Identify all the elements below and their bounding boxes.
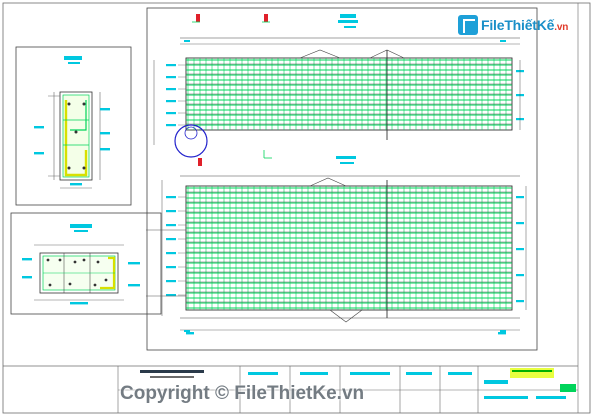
title-block [3,365,578,413]
column-section-detail [34,56,110,189]
beam-section-detail [22,224,140,305]
logo-brand: FileThiếtKế [481,17,555,33]
main-plan-frame [146,7,538,351]
detail-frame-column [15,46,132,206]
dimension-marks [146,40,527,332]
copyright-watermark: Copyright © FileThietKe.vn [120,383,365,404]
logo-tld: .vn [554,22,569,33]
detail-frame-beam [10,212,162,315]
logo-icon [458,15,478,35]
upper-rebar-plan [174,14,520,166]
filethietke-logo: FileThiếtKế.vn [458,14,568,36]
lower-rebar-plan [180,156,520,335]
